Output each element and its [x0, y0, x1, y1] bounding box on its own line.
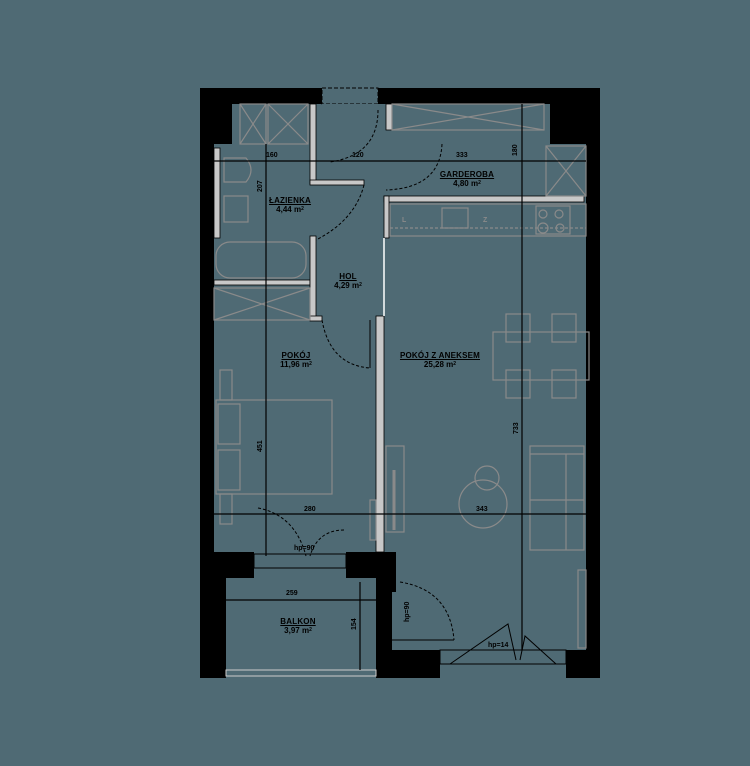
exterior-walls: [200, 88, 600, 678]
dimension-207: 207: [257, 180, 264, 192]
dimension-259: 259: [286, 590, 298, 597]
dimension-180: 180: [512, 144, 519, 156]
room-area: 4,44 m2: [276, 205, 304, 214]
room-label-garderoba: GARDEROBA 4,80 m2: [440, 170, 494, 188]
window-label-aneks: hp=14: [488, 642, 509, 649]
dimension-343: 343: [476, 506, 488, 513]
room-label-lazienka: ŁAZIENKA 4,44 m2: [269, 196, 311, 214]
room-label-hol: HOL 4,29 m2: [334, 272, 362, 290]
furniture: [213, 103, 590, 649]
room-name: BALKON: [280, 617, 316, 626]
dimension-lines: [214, 104, 586, 670]
room-area: 25,28 m2: [423, 360, 457, 369]
door-label-balkon: hp=90: [404, 601, 411, 622]
dimension-451: 451: [257, 440, 264, 452]
room-label-balkon: BALKON 3,97 m2: [280, 617, 315, 635]
dishwasher-mark: Z: [483, 217, 488, 224]
room-area: 4,80 m2: [453, 179, 481, 188]
room-name: HOL: [339, 272, 357, 281]
window-label-pokoj: hp=90: [294, 545, 315, 552]
dimension-154: 154: [351, 618, 358, 630]
room-name: POKÓJ: [281, 351, 311, 360]
dimension-280: 280: [304, 506, 316, 513]
dimension-733: 733: [513, 422, 520, 434]
partition-walls: [213, 103, 585, 553]
room-area: 4,29 m2: [334, 281, 362, 290]
room-name: ŁAZIENKA: [268, 196, 312, 205]
door-swings: [257, 109, 455, 641]
room-name: GARDEROBA: [439, 170, 495, 179]
dimension-120: 120: [352, 152, 364, 159]
room-area: 11,96 m2: [280, 360, 312, 369]
dimension-160: 160: [266, 152, 278, 159]
windows: [225, 553, 567, 677]
fridge-mark: L: [402, 217, 407, 224]
room-label-pokoj: POKÓJ 11,96 m2: [280, 351, 312, 369]
room-name: POKÓJ Z ANEKSEM: [399, 351, 481, 360]
room-label-pokoj-z-aneksem: POKÓJ Z ANEKSEM 25,28 m2: [400, 351, 480, 369]
dimension-333: 333: [456, 152, 468, 159]
room-area: 3,97 m2: [284, 626, 312, 635]
